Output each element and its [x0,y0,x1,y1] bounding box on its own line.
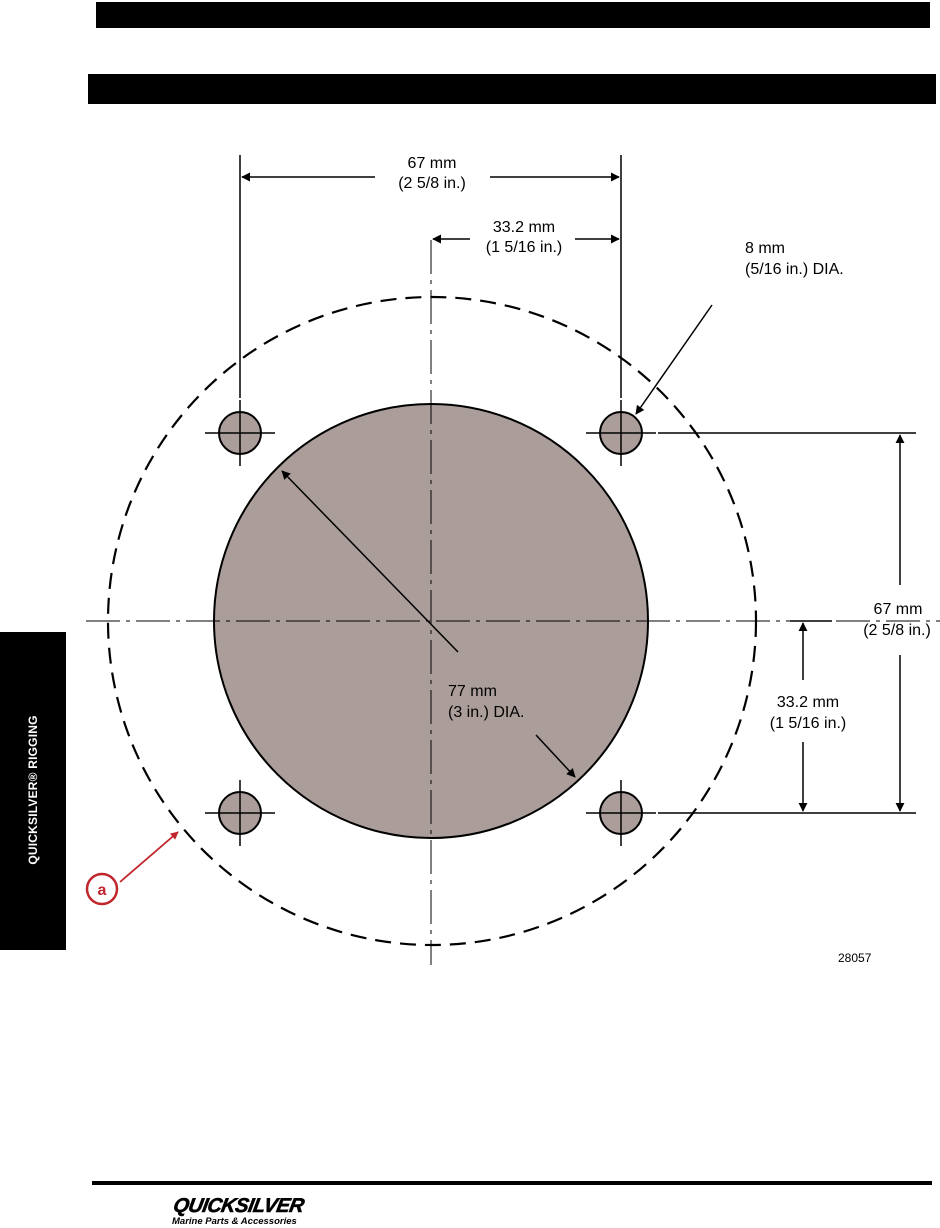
dim-center-mm: 77 mm [448,683,497,700]
center-radius-line [281,470,459,653]
center-diameter-leader [535,734,576,778]
figure-number: 28057 [838,951,872,965]
dim-hole-in: (5/16 in.) DIA. [745,261,844,278]
mounting-hole-bottom-left [205,780,275,846]
callout-a-circle [85,872,119,906]
header-bar [96,2,930,28]
section-title-bar [88,74,936,104]
dim-right-half-in: (1 5/16 in.) [770,715,846,732]
dim-top-overall-mm: 67 mm [408,155,457,172]
dim-right-overall-in: (2 5/8 in.) [863,622,931,639]
brand-wordmark: QUICKSILVER [172,1195,307,1217]
mounting-hole-bottom-right [586,780,656,846]
dim-top-half-mm: 33.2 mm [493,219,555,236]
callout-a-leader [119,831,179,883]
mounting-hole-top-right [586,400,656,466]
brand-tagline: Marine Parts & Accessories [172,1216,297,1226]
dim-right-overall-mm: 67 mm [874,601,923,618]
dim-top-overall-in: (2 5/8 in.) [398,175,466,192]
callout-a-label: a [98,882,107,899]
section-side-tab: QUICKSILVER® RIGGING [0,632,66,950]
footer-rule [92,1181,932,1185]
quicksilver-logo: QUICKSILVER Marine Parts & Accessories [171,1195,307,1226]
dim-right-half-mm: 33.2 mm [777,694,839,711]
mounting-hole-top-left [205,400,275,466]
hole-leader-line [635,304,713,415]
dim-top-half-in: (1 5/16 in.) [486,239,562,256]
dim-center-in: (3 in.) DIA. [448,704,524,721]
dim-hole-mm: 8 mm [745,240,785,257]
